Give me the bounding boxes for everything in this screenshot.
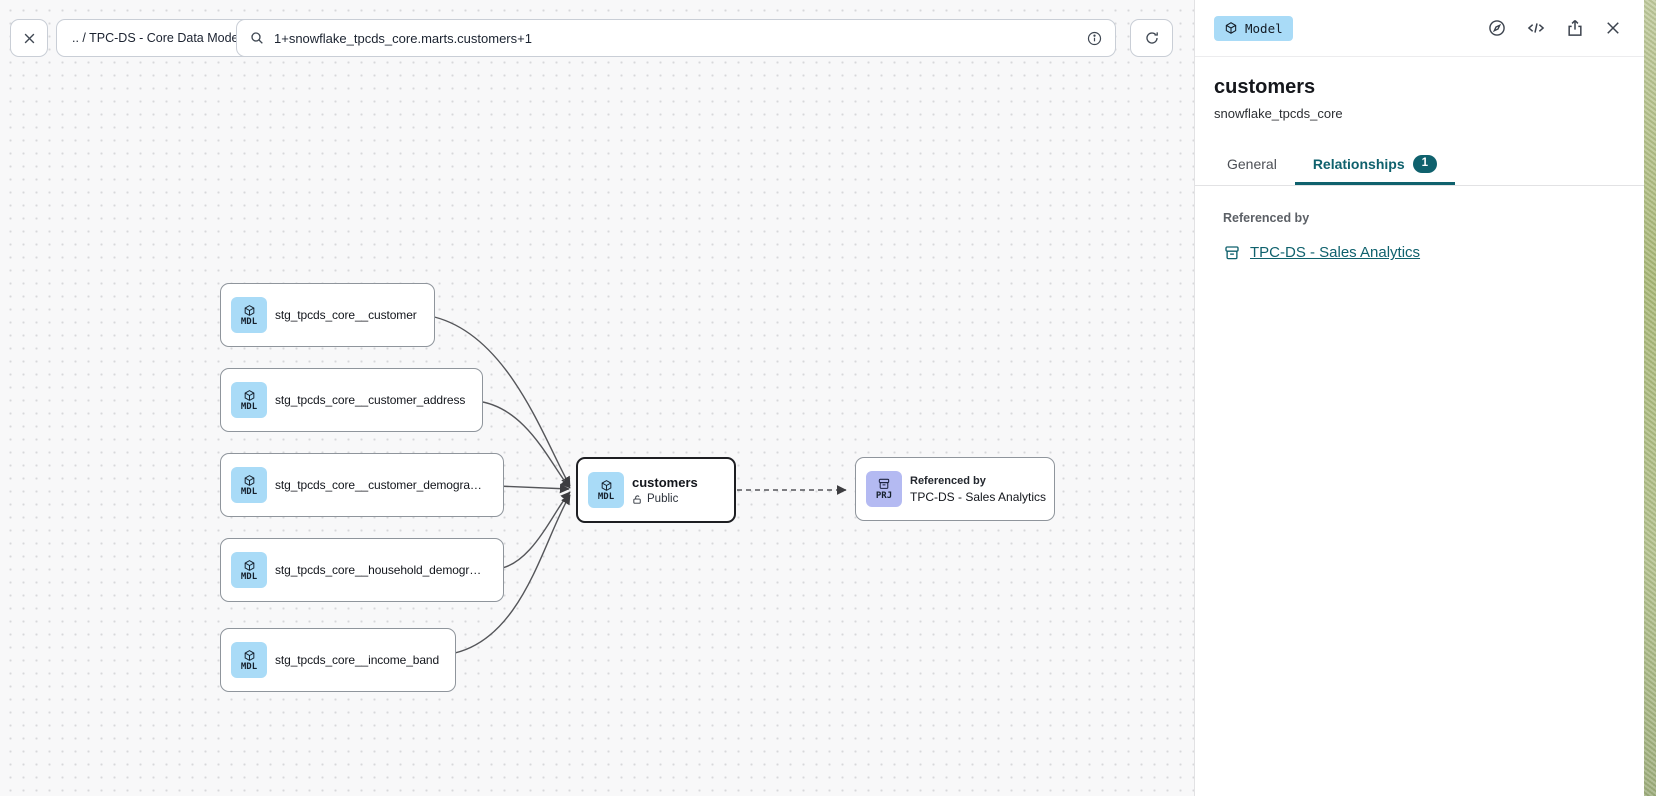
code-icon	[1527, 23, 1545, 33]
unlock-icon	[633, 494, 641, 504]
resource-type-badge: Model	[1214, 15, 1293, 41]
search-icon	[251, 32, 263, 44]
node-label: stg_tpcds_core__customer_demogra…	[275, 478, 482, 492]
details-panel: Model customers snowflake_tpcds_core Gen…	[1194, 0, 1644, 796]
refresh-button[interactable]	[1130, 19, 1173, 57]
referenced-project-link[interactable]: TPC-DS - Sales Analytics	[1250, 244, 1421, 262]
info-icon[interactable]	[1086, 30, 1103, 47]
breadcrumb[interactable]: .. / TPC-DS - Core Data Models	[56, 19, 264, 57]
relationships-count-badge: 1	[1412, 155, 1438, 173]
cube-icon	[244, 649, 254, 661]
page-title: customers	[1214, 76, 1316, 98]
tab-relationships[interactable]: Relationships 1	[1294, 145, 1456, 185]
lineage-edges	[429, 315, 847, 655]
lineage-search[interactable]	[236, 19, 1116, 57]
cube-icon	[244, 474, 254, 486]
node-access-row: Public	[632, 493, 698, 505]
model-type-badge: MDL	[231, 297, 267, 333]
cube-icon	[1225, 22, 1237, 34]
graph-node-stg-customer[interactable]: MDL stg_tpcds_core__customer	[220, 283, 435, 347]
lineage-canvas[interactable]: MDL stg_tpcds_core__customer MDL stg_tpc…	[0, 0, 1194, 796]
explore-button[interactable]	[1487, 18, 1507, 38]
node-label: TPC-DS - Sales Analytics	[910, 489, 1047, 504]
project-type-badge: PRJ	[866, 471, 902, 507]
cube-icon	[244, 389, 254, 401]
node-kicker: Referenced by	[910, 474, 986, 487]
cube-icon	[601, 479, 611, 491]
refresh-icon	[1145, 32, 1158, 44]
referenced-project-row[interactable]: TPC-DS - Sales Analytics	[1223, 244, 1616, 262]
graph-node-stg-household-demographics[interactable]: MDL stg_tpcds_core__household_demogr…	[220, 538, 504, 602]
graph-node-stg-income-band[interactable]: MDL stg_tpcds_core__income_band	[220, 628, 456, 692]
wallpaper-edge-strip	[1644, 0, 1656, 796]
graph-node-stg-customer-demographics[interactable]: MDL stg_tpcds_core__customer_demogra…	[220, 453, 504, 517]
model-type-badge: MDL	[231, 467, 267, 503]
share-button[interactable]	[1565, 18, 1585, 38]
view-code-button[interactable]	[1526, 18, 1546, 38]
cube-icon	[244, 304, 254, 316]
panel-tabs: General Relationships 1	[1195, 145, 1644, 186]
referenced-by-section: Referenced by TPC-DS - Sales Analytics	[1195, 186, 1644, 287]
close-icon	[1607, 22, 1619, 34]
panel-header: Model	[1195, 0, 1644, 57]
node-label: stg_tpcds_core__household_demogr…	[275, 563, 482, 577]
project-icon	[878, 478, 890, 489]
compass-icon	[1489, 20, 1505, 36]
close-icon	[24, 33, 34, 43]
node-label: stg_tpcds_core__customer_address	[275, 393, 466, 407]
panel-title-block: customers snowflake_tpcds_core	[1195, 57, 1644, 121]
cube-icon	[244, 559, 254, 571]
close-panel-button[interactable]	[1604, 19, 1622, 37]
graph-node-customers-selected[interactable]: MDL customers Public	[576, 457, 736, 523]
close-lineage-button[interactable]	[10, 19, 48, 57]
model-type-badge: MDL	[588, 472, 624, 508]
model-type-badge: MDL	[231, 382, 267, 418]
node-label: stg_tpcds_core__income_band	[275, 653, 440, 667]
node-title: customers	[632, 475, 698, 490]
search-input[interactable]	[274, 30, 1077, 46]
node-label: stg_tpcds_core__customer	[275, 308, 417, 322]
project-icon	[1225, 246, 1239, 260]
graph-node-referenced-project[interactable]: PRJ Referenced by TPC-DS - Sales Analyti…	[855, 457, 1055, 521]
share-icon	[1568, 19, 1582, 36]
section-label: Referenced by	[1223, 210, 1310, 225]
panel-subtitle: snowflake_tpcds_core	[1214, 106, 1343, 121]
graph-node-stg-customer-address[interactable]: MDL stg_tpcds_core__customer_address	[220, 368, 483, 432]
model-type-badge: MDL	[231, 642, 267, 678]
tab-general[interactable]: General	[1227, 155, 1277, 172]
model-type-badge: MDL	[231, 552, 267, 588]
